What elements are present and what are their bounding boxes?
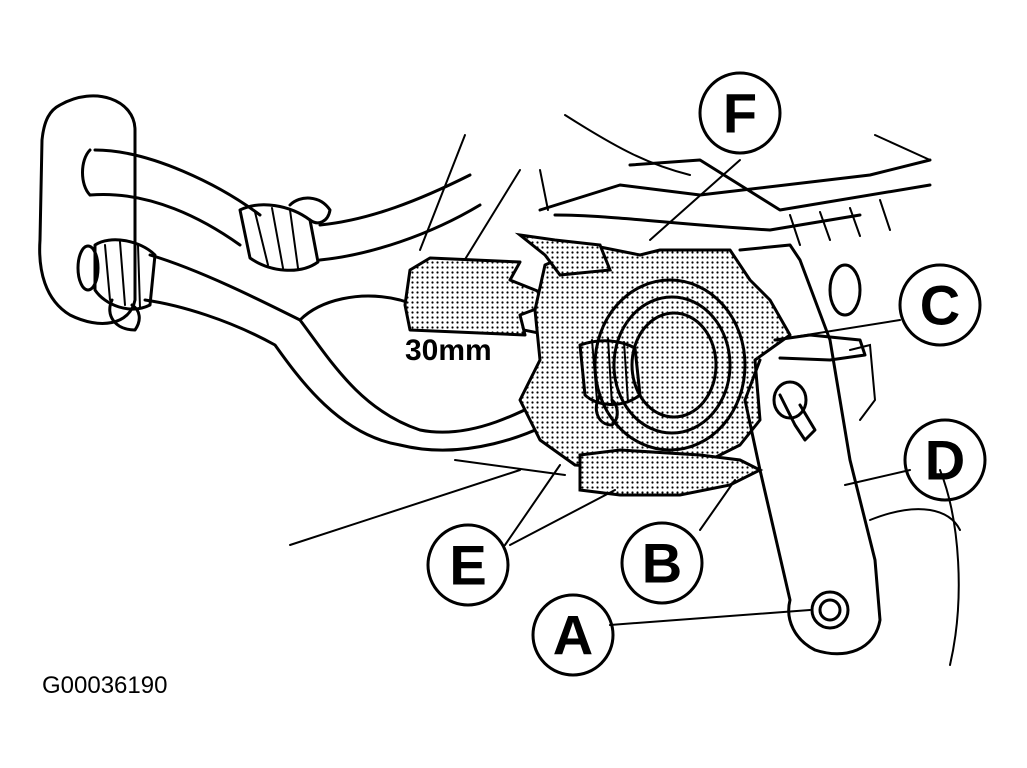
leader-c xyxy=(774,319,901,341)
callout-label-f: F xyxy=(723,82,757,145)
leader-d xyxy=(844,469,911,486)
figure-code: G00036190 xyxy=(42,672,167,699)
heater-core-housing xyxy=(514,232,792,497)
callout-e: E xyxy=(426,523,510,607)
leader-f xyxy=(649,159,741,241)
leader-a xyxy=(609,609,811,626)
callout-a: A xyxy=(531,593,615,677)
hose-clamp-upper xyxy=(238,196,332,272)
callout-b: B xyxy=(620,521,704,605)
callout-label-c: C xyxy=(920,274,960,337)
callout-label-b: B xyxy=(642,532,682,595)
callout-label-d: D xyxy=(925,429,965,492)
callout-label-e: E xyxy=(449,534,486,597)
bulkhead-plate xyxy=(38,94,137,325)
dimension-label: 30mm xyxy=(405,334,492,367)
leader-b xyxy=(699,479,736,531)
core-hose-clamp xyxy=(578,337,642,427)
callout-f: F xyxy=(698,71,782,155)
mounting-bracket xyxy=(738,243,882,656)
callout-label-a: A xyxy=(553,604,593,667)
upper-heater-hose xyxy=(81,148,482,262)
callout-d: D xyxy=(903,418,987,502)
hose-clamp-lower xyxy=(76,238,157,332)
leader-lines xyxy=(504,159,911,626)
leader-e2 xyxy=(509,489,616,546)
callout-c: C xyxy=(898,263,982,347)
leader-e1 xyxy=(504,464,561,546)
heater-case xyxy=(538,158,932,246)
